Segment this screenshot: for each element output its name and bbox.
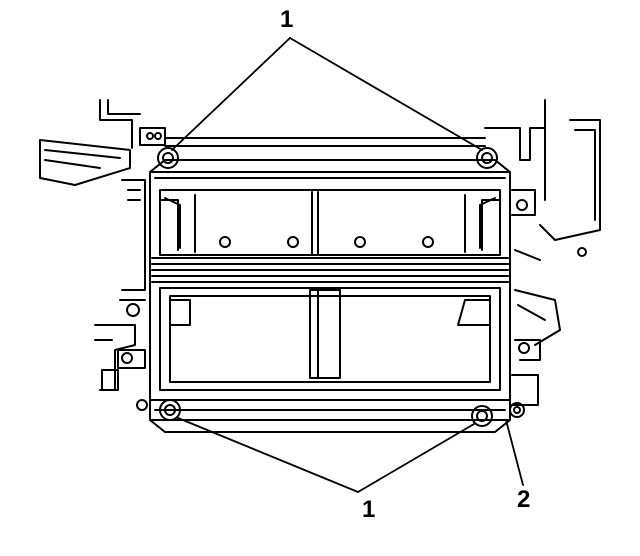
callout-1-top: 1	[280, 6, 294, 33]
right-housing	[484, 99, 601, 406]
leader-lines	[171, 37, 524, 493]
ribbed-band	[151, 257, 509, 283]
top-fasteners	[157, 147, 498, 169]
module-housing	[149, 159, 511, 433]
callout-2: 2	[517, 486, 531, 513]
left-side-hardware	[94, 179, 146, 391]
bottom-fasteners	[136, 399, 493, 427]
callout-1-bottom: 1	[362, 496, 376, 523]
lower-chamber	[159, 287, 501, 391]
side-fastener	[509, 402, 525, 418]
upper-chamber	[159, 189, 501, 256]
left-bracket	[39, 99, 486, 186]
